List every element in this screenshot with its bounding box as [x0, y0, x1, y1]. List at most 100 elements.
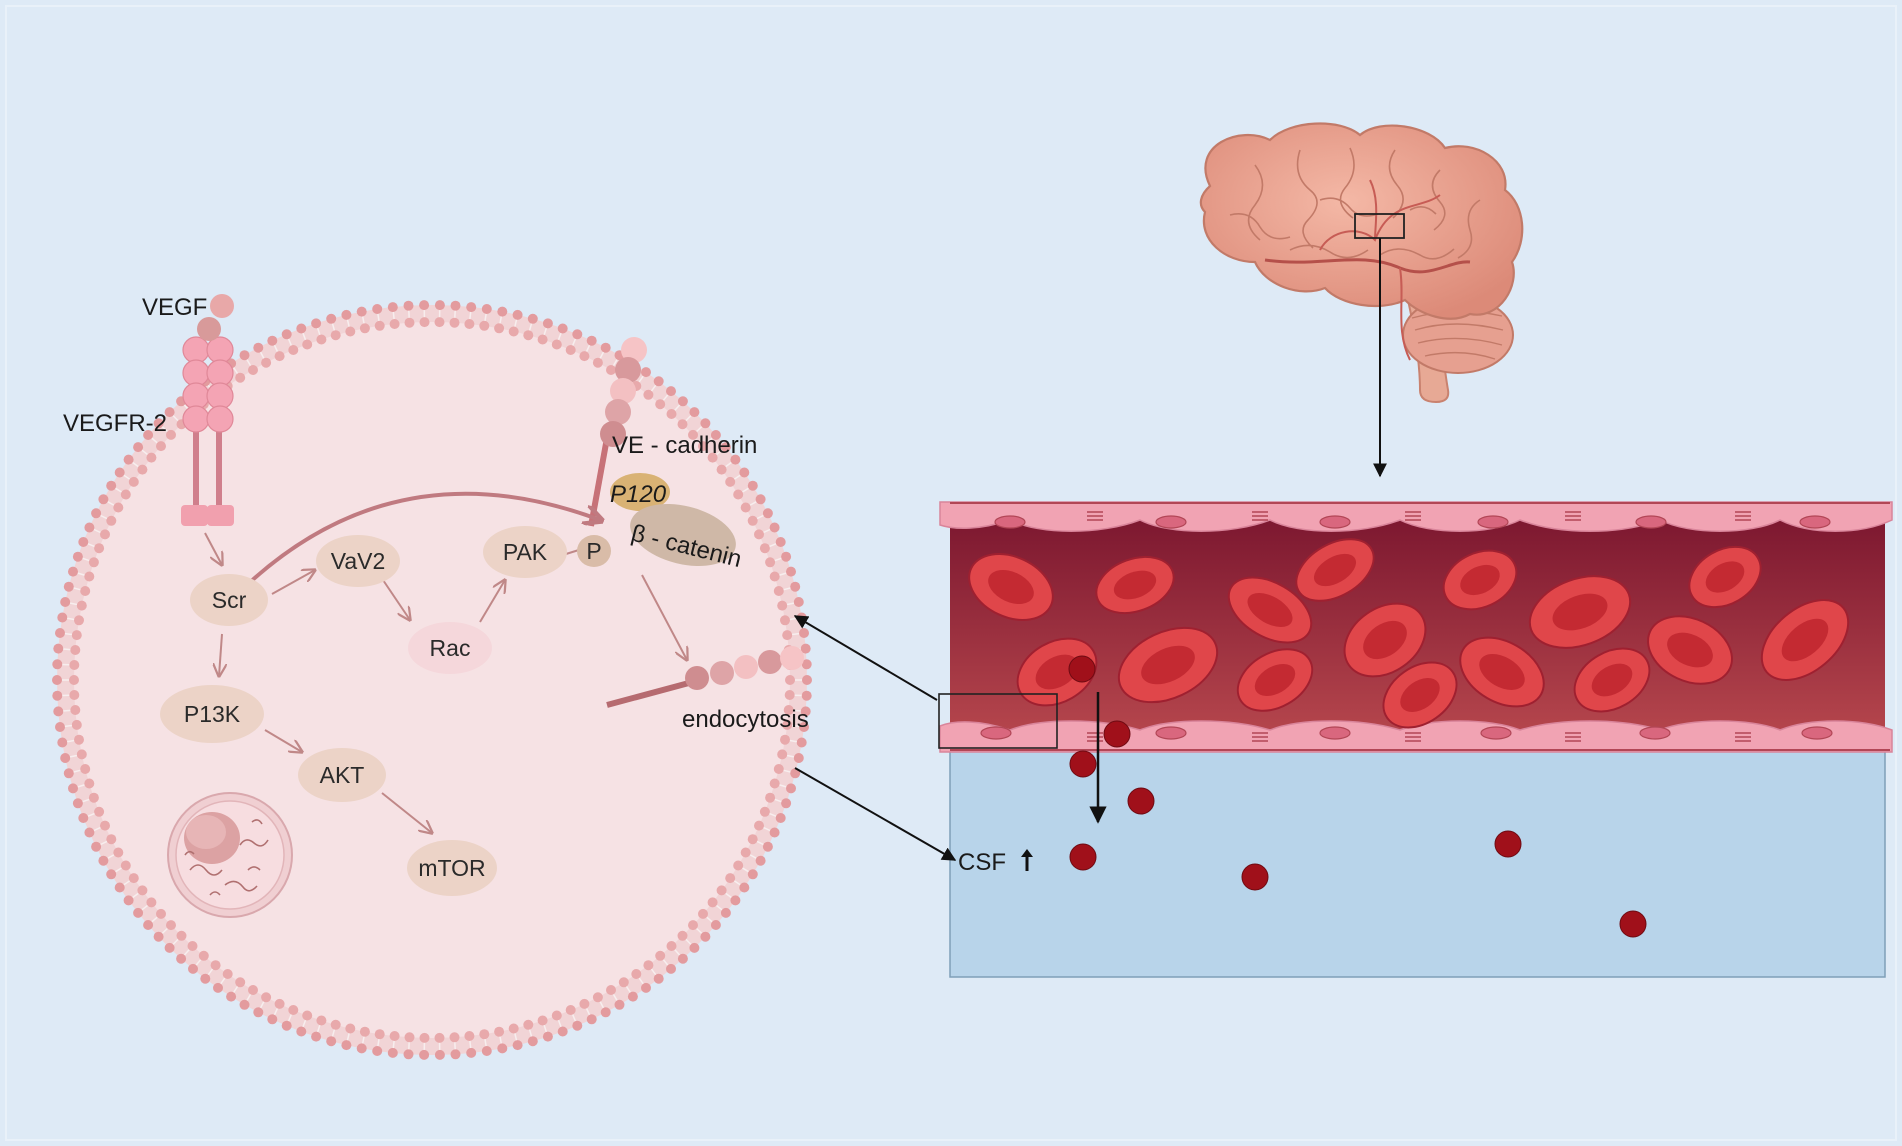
lipid-head [600, 342, 611, 353]
lipid-tail [64, 632, 72, 636]
lipid-head [345, 1023, 356, 1034]
lipid-tail [716, 904, 723, 911]
lipid-head [450, 300, 461, 311]
lipid-head [128, 873, 139, 884]
lipid-tail [599, 351, 605, 359]
lipid-head [785, 675, 795, 685]
lipid-head [53, 643, 64, 654]
lipid-head [78, 537, 89, 547]
lipid-head [730, 454, 741, 465]
lipid-head [288, 345, 299, 355]
lipid-tail [543, 1024, 548, 1033]
lipid-head [88, 557, 99, 568]
lipid-tail [195, 959, 202, 966]
lipid-head [793, 753, 804, 763]
lipid-tail [115, 487, 122, 493]
lipid-tail [87, 543, 95, 548]
lipid-tail [756, 840, 764, 846]
lipid-head [641, 367, 651, 378]
lipid-head [419, 1032, 430, 1043]
node-rac [408, 622, 492, 674]
lipid-head [316, 1015, 327, 1026]
lipid-head [188, 963, 198, 974]
lipid-head [69, 660, 80, 670]
lipid-head [72, 551, 83, 562]
lipid-head [780, 734, 790, 745]
lipid-head [655, 950, 666, 961]
lipid-head [527, 1036, 538, 1047]
lipid-head [106, 480, 117, 491]
lipid-tail [557, 332, 562, 341]
lipid-head [631, 969, 642, 979]
lipid-tail [73, 587, 81, 591]
lipid-head [311, 1031, 322, 1042]
lipid-head [614, 999, 625, 1010]
lipid-head [248, 365, 258, 375]
lipid-head [592, 992, 603, 1003]
lipid-head [666, 409, 677, 419]
lipid-tail [484, 313, 487, 322]
lipid-head [213, 982, 223, 993]
blood-drop [1069, 750, 1097, 778]
lipid-head [434, 300, 445, 311]
lipid-head [68, 566, 78, 577]
lipid-tail [316, 327, 321, 336]
lipid-head [222, 969, 233, 979]
red-blood-cell-center [1363, 620, 1407, 660]
lipid-head [537, 334, 548, 345]
lipid-head [783, 705, 794, 715]
lipid-tail [67, 739, 75, 743]
blood-drop [1103, 720, 1131, 748]
red-blood-cell-center [1254, 663, 1296, 697]
lipid-head [52, 690, 63, 701]
cell-interior [74, 322, 790, 1038]
lipid-head [226, 991, 237, 1002]
node-vav2-label: VaV2 [331, 548, 386, 574]
up-arrow-icon [1021, 849, 1033, 871]
lipid-tail [392, 1040, 395, 1049]
lipid-tail [273, 344, 279, 352]
lipid-head [281, 1020, 292, 1031]
lipid-tail [392, 311, 395, 320]
lipid-head [153, 418, 164, 429]
lipid-head [755, 855, 766, 866]
lipid-head [146, 897, 157, 908]
blood-drop [1241, 863, 1269, 891]
vegfr2-receptor [181, 336, 234, 526]
lipid-tail [774, 557, 782, 562]
lipid-head [769, 778, 780, 789]
lipid-tail [793, 709, 801, 712]
red-blood-cell-center [1113, 570, 1157, 600]
lipid-tail [786, 754, 795, 758]
lipid-head [497, 306, 508, 317]
lipid-tail [183, 949, 190, 956]
lipid-head [296, 1026, 307, 1037]
lipid-tail [543, 327, 548, 336]
lipid-head [618, 977, 629, 988]
lipid-head [403, 300, 414, 311]
node-pak-label: PAK [503, 539, 548, 565]
lipid-tail [662, 394, 669, 401]
lipid-head [740, 502, 751, 513]
lipid-head [666, 386, 676, 397]
lipid-head [143, 430, 154, 440]
lipid-tail [316, 1024, 321, 1033]
lipid-head [725, 873, 736, 884]
lipid-head [710, 920, 721, 930]
lipid-head [94, 543, 105, 554]
lipid-head [113, 847, 124, 858]
lipid-tail [63, 648, 71, 651]
lipid-tail [469, 311, 472, 320]
lipid-head [782, 719, 793, 730]
lipid-head [747, 480, 758, 491]
lipid-head [479, 1029, 490, 1040]
lipid-head [720, 442, 731, 453]
node-mtor [407, 840, 497, 896]
lipid-head [404, 1032, 415, 1043]
lipid-head [302, 1010, 313, 1021]
lipid-tail [779, 784, 787, 788]
lipid-tail [638, 977, 644, 985]
lipid-head [494, 1026, 505, 1037]
lipid-tail [69, 754, 78, 758]
node-pak [483, 526, 567, 578]
